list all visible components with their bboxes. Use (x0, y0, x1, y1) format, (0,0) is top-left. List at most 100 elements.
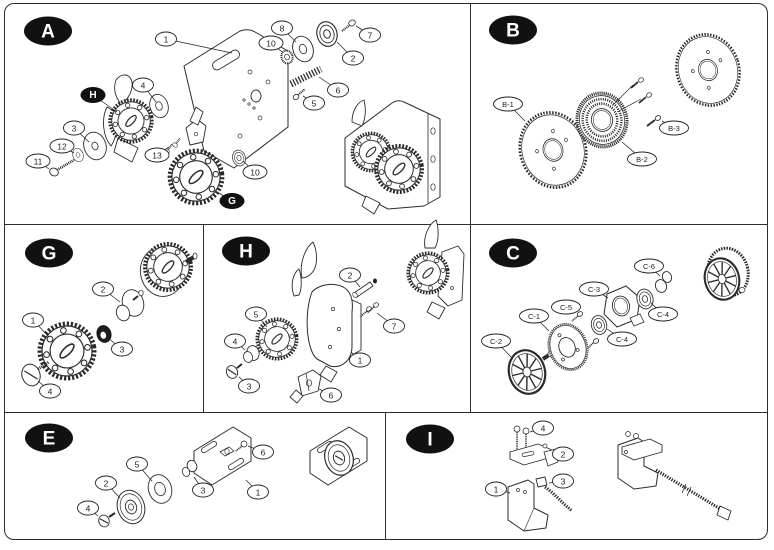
panel-badge-label: I (427, 430, 432, 451)
sub-assembly-badge-label: H (89, 90, 96, 101)
callout-4 (532, 420, 554, 436)
callout-label: 3 (120, 345, 125, 355)
panel-badge-label: E (43, 429, 56, 450)
callout-label: C-5 (560, 303, 572, 312)
callout-2 (95, 475, 117, 491)
callout-B-1 (493, 96, 523, 112)
exploded-drawing-H (225, 219, 465, 404)
callout-label: 2 (348, 271, 353, 281)
callout-label: B-3 (668, 124, 680, 133)
callout-3 (192, 482, 214, 498)
callout-label: 7 (368, 31, 373, 41)
callout-6 (252, 444, 274, 460)
annotations-G: 2 1 3 4 G (22, 238, 133, 399)
sub-assembly-badge-H (80, 87, 106, 103)
callout-label: C-4 (657, 310, 669, 319)
callout-7 (359, 27, 381, 43)
sub-assembly-badge-G (219, 193, 245, 209)
panel-badge-label: H (239, 242, 253, 263)
panel-badge-A (24, 16, 72, 46)
panel-badge-label: C (506, 244, 520, 265)
callout-7 (383, 318, 405, 334)
callout-6 (327, 82, 349, 98)
panel-badge-H (222, 236, 270, 266)
callout-label: 6 (329, 391, 334, 401)
callout-label: 5 (135, 460, 140, 470)
callout-C-4 (607, 331, 637, 347)
divider-row1-row2 (5, 224, 768, 226)
callout-label: 8 (280, 24, 285, 34)
panel-badge-C (489, 238, 537, 268)
callout-label: 11 (34, 157, 43, 167)
leader-line (165, 38, 233, 54)
callout-label: C-2 (490, 337, 502, 346)
callout-C-2 (481, 333, 511, 349)
annotations-C: C-6C-3C-5C-1C-2C-4C-4C (481, 238, 678, 358)
callout-label: 6 (336, 86, 341, 96)
callout-label: 1 (256, 488, 261, 498)
callout-10 (242, 164, 268, 180)
callout-label: 3 (72, 124, 77, 134)
callout-label: 12 (57, 142, 67, 152)
sub-assembly-badge-label: G (228, 196, 236, 207)
callout-label: 4 (48, 387, 53, 397)
callout-3 (552, 473, 574, 489)
callout-1 (485, 481, 507, 497)
callout-3 (238, 378, 260, 394)
callout-5 (245, 306, 267, 322)
panel-badge-label: G (42, 244, 57, 265)
callout-C-3 (579, 281, 609, 297)
panel-badge-label: B (506, 21, 520, 42)
callout-label: 1 (31, 316, 36, 326)
callout-4 (77, 500, 99, 516)
callout-label: 10 (250, 168, 260, 178)
callout-label: C-1 (528, 312, 540, 321)
callout-5 (126, 456, 148, 472)
annotations-E: 6 5 2 4 3 1 E (25, 423, 274, 517)
divider-panel-e-i (385, 413, 387, 539)
callout-label: C-3 (588, 285, 600, 294)
callout-11 (25, 153, 51, 169)
callout-5 (303, 95, 325, 111)
exploded-drawing-A (49, 18, 441, 215)
callout-2 (552, 446, 574, 462)
callout-10 (258, 35, 284, 51)
callout-8 (271, 20, 293, 36)
divider-panel-a-b (470, 4, 472, 225)
callout-3 (111, 341, 133, 357)
callout-C-6 (634, 258, 664, 274)
callout-label: 6 (261, 448, 266, 458)
callout-C-4 (648, 306, 678, 322)
panel-badge-B (489, 15, 537, 45)
callout-label: 13 (152, 151, 162, 161)
callout-label: 2 (101, 285, 106, 295)
panel-badge-I (406, 424, 454, 454)
callout-label: B-1 (502, 100, 514, 109)
exploded-drawing-G (21, 237, 198, 387)
callout-13 (144, 147, 170, 163)
callout-label: 5 (254, 310, 259, 320)
annotations-B: B-1B-2 B-3 B (489, 15, 689, 167)
callout-label: 4 (86, 504, 91, 514)
callout-label: 10 (266, 39, 276, 49)
callout-4 (132, 77, 154, 93)
panel-badge-label: A (41, 22, 55, 43)
divider-panel-g-h (203, 225, 205, 413)
callout-label: B-2 (636, 155, 648, 164)
callout-3 (63, 120, 85, 136)
callout-label: 3 (561, 477, 566, 487)
callout-label: 4 (233, 337, 238, 347)
callout-2 (339, 267, 361, 283)
callout-label: 3 (201, 486, 206, 496)
callout-C-5 (551, 299, 581, 315)
callout-label: 3 (247, 382, 252, 392)
callout-label: 4 (141, 81, 146, 91)
callout-label: 2 (104, 479, 109, 489)
callout-1 (22, 312, 44, 328)
callout-6 (320, 387, 342, 403)
